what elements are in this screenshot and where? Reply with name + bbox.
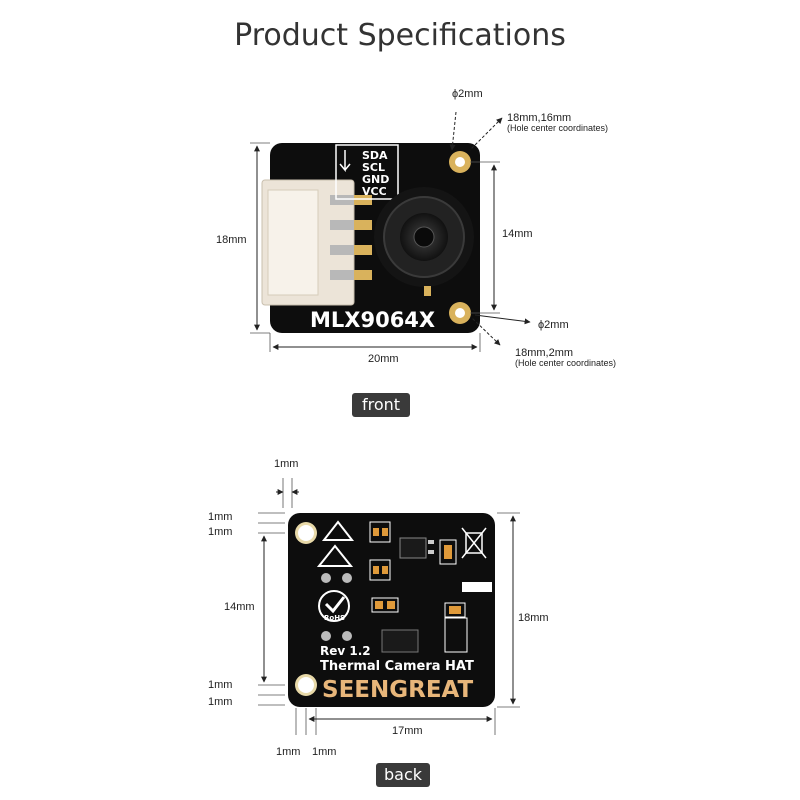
- back-left-middle: 14mm: [224, 601, 255, 613]
- pin-label-gnd: GND: [362, 173, 389, 186]
- pin-label-vcc: VCC: [362, 185, 387, 198]
- front-width-label: 20mm: [368, 353, 399, 365]
- pin-label-box: [335, 144, 399, 200]
- back-bottom-left-1: 1mm: [276, 746, 300, 758]
- pin-label-scl: SCL: [362, 161, 385, 174]
- back-left-top-2: 1mm: [208, 526, 232, 538]
- back-pcb: [288, 513, 495, 707]
- hole-top-coord: 18mm,16mm: [507, 112, 571, 124]
- front-inner-height-label: 14mm: [502, 228, 533, 240]
- back-right-height: 18mm: [518, 612, 549, 624]
- brand-logo: SEENGREAT: [322, 677, 474, 703]
- back-board: RoHS Rev 1.2 Thermal Camera HAT: [288, 513, 495, 707]
- rohs-icon: [318, 590, 350, 622]
- thermal-camera-lens: [374, 187, 474, 287]
- back-bottom-width: 17mm: [392, 725, 423, 737]
- front-board: SDA SCL GND VCC MLX9064X: [261, 143, 480, 333]
- back-left-top-1: 1mm: [208, 511, 232, 523]
- hole-top-diameter: ϕ2mm: [452, 88, 483, 100]
- weee-bin-icon: [461, 527, 492, 592]
- rohs-label: RoHS: [324, 614, 345, 622]
- back-view-label: back: [376, 763, 430, 787]
- hole-top-coord-note: (Hole center coordinates): [507, 123, 608, 133]
- product-name: Thermal Camera HAT: [320, 659, 474, 674]
- back-top-offset-label: 1mm: [274, 458, 298, 470]
- front-dimensions: 18mm 20mm 14mm ϕ2mm 18mm,16mm (Hole cent…: [216, 88, 616, 368]
- back-components: [369, 521, 468, 653]
- front-view-label: front: [352, 393, 410, 417]
- front-connector: [261, 179, 372, 306]
- hole-bottom-diameter: ϕ2mm: [538, 319, 569, 331]
- hole-bottom-coord-note: (Hole center coordinates): [515, 358, 616, 368]
- back-bottom-left-2: 1mm: [312, 746, 336, 758]
- model-name: MLX9064X: [310, 308, 435, 332]
- pin-label-sda: SDA: [362, 149, 388, 162]
- back-left-bottom-2: 1mm: [208, 696, 232, 708]
- front-smd-part: [424, 286, 431, 296]
- pin1-arrow-icon: [339, 150, 351, 173]
- page-title: Product Specifications: [234, 18, 566, 53]
- hole-bottom-coord: 18mm,2mm: [515, 347, 573, 359]
- back-dimensions: 1mm 1mm 1mm 14mm 1mm 1mm 18mm 17mm 1mm 1…: [208, 458, 549, 758]
- esd-warning-icon: [321, 520, 355, 541]
- back-left-bottom-1: 1mm: [208, 679, 232, 691]
- rev-label: Rev 1.2: [320, 644, 371, 658]
- front-height-label: 18mm: [216, 234, 247, 246]
